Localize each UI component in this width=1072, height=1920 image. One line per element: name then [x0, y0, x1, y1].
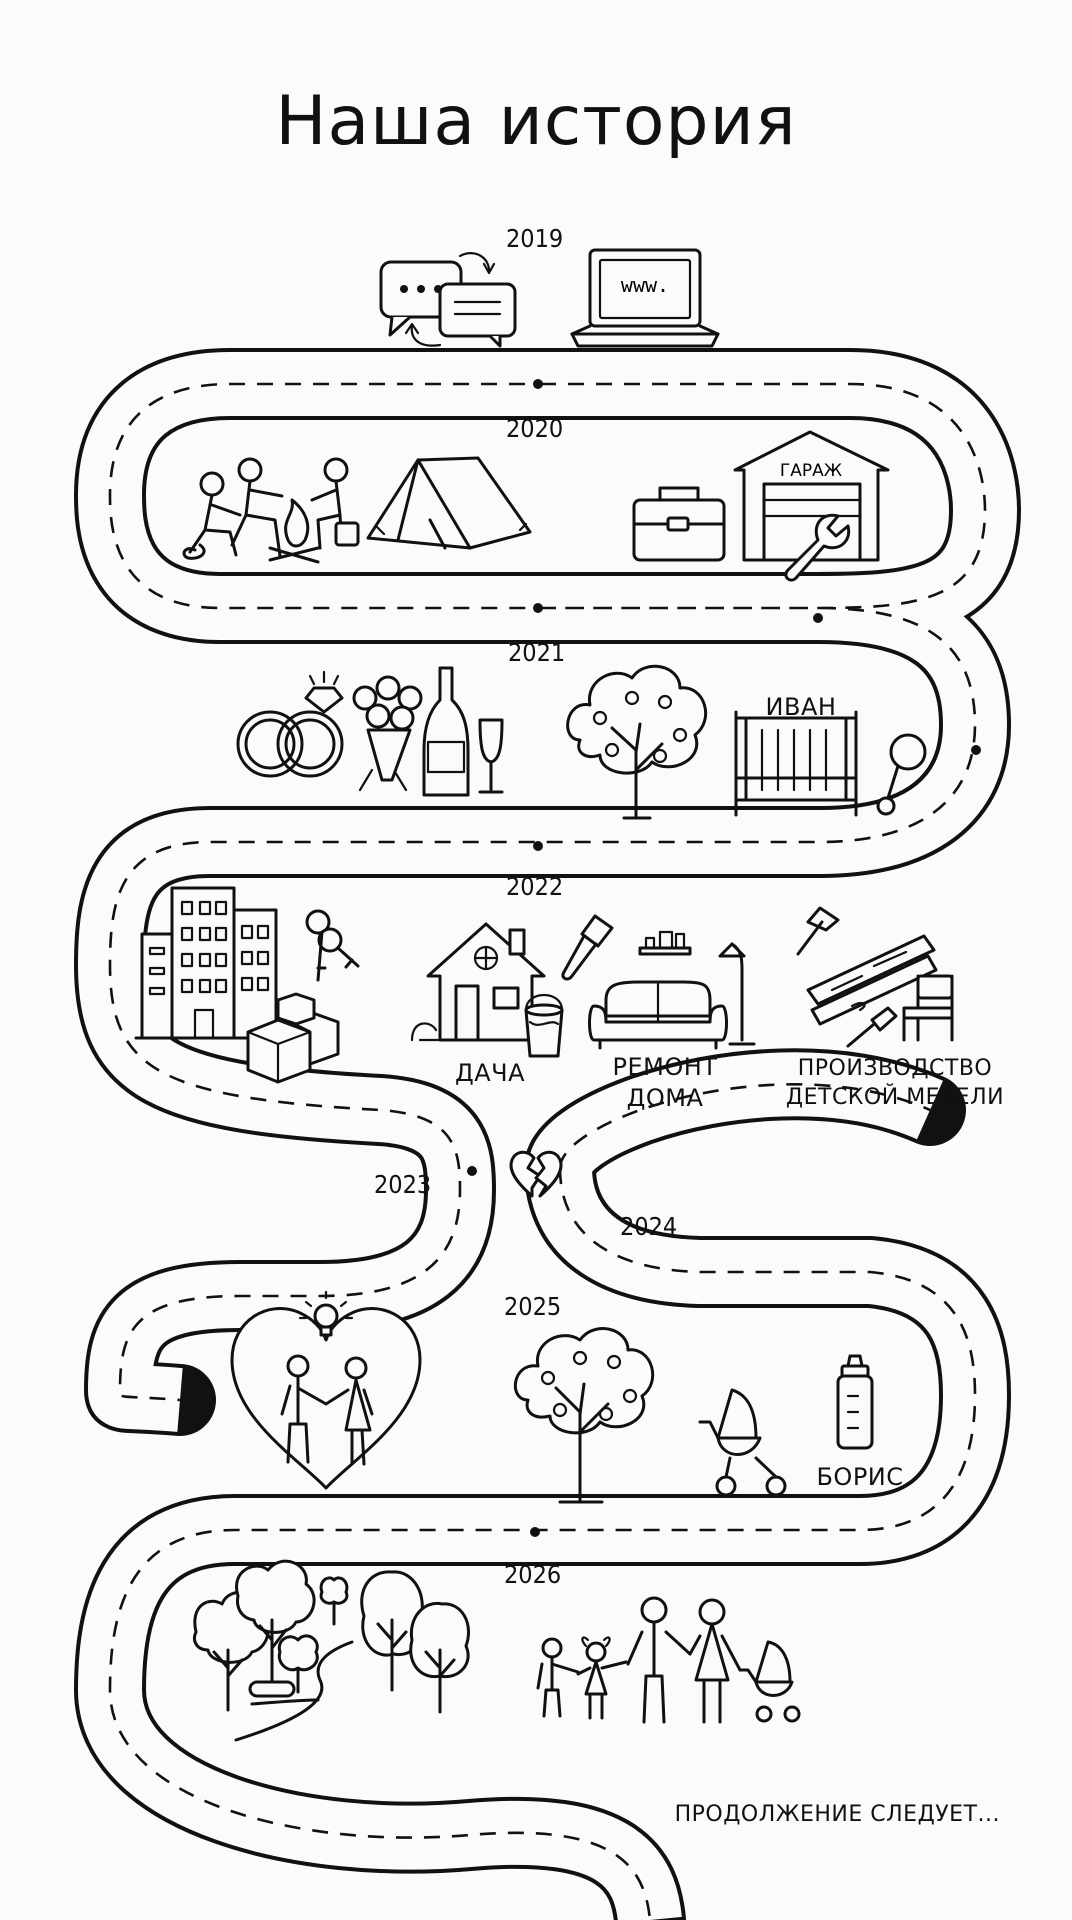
lamp-icon	[718, 942, 756, 1046]
year-2020: 2020	[506, 414, 564, 443]
year-2024: 2024	[620, 1212, 678, 1241]
www-text: www.	[621, 273, 669, 297]
apartment-building-icon	[134, 886, 282, 1040]
tent-icon	[366, 456, 532, 550]
hammer-icon	[796, 906, 840, 956]
chair-icon	[902, 974, 954, 1042]
screwdriver-icon	[846, 1006, 898, 1048]
baby-bottle-icon	[836, 1354, 874, 1450]
planks-icon	[806, 934, 938, 1026]
marker-2025	[530, 1527, 540, 1537]
crib-icon	[734, 710, 858, 817]
chat-bubbles-icon	[379, 252, 517, 348]
marker-2020-end	[813, 613, 823, 623]
year-2021: 2021	[508, 638, 566, 667]
year-2022: 2022	[506, 872, 564, 901]
bouquet-icon	[352, 675, 423, 792]
toolbox-icon	[632, 486, 726, 562]
rattle-icon	[876, 733, 927, 816]
stroller-icon	[698, 1388, 787, 1497]
broken-heart-icon	[509, 1150, 563, 1198]
renovation-line1: РЕМОНТ	[612, 1053, 718, 1081]
ivan-label: ИВАН	[765, 693, 837, 721]
forest-icon	[193, 1559, 470, 1742]
marker-2019	[533, 379, 543, 389]
blossom-tree-icon-2	[513, 1327, 655, 1504]
champagne-icon	[422, 666, 504, 797]
marker-2021	[533, 841, 543, 851]
marker-2023	[467, 1166, 477, 1176]
furniture-line1: ПРОИЗВОДСТВО	[797, 1056, 993, 1081]
year-2026: 2026	[504, 1560, 562, 1589]
marker-2021-right	[971, 745, 981, 755]
family-icon	[536, 1596, 801, 1724]
lightbulb-icon	[298, 1290, 354, 1337]
wedding-rings-icon	[236, 670, 344, 778]
laptop-icon: www.	[570, 248, 720, 348]
boxes-icon	[246, 992, 340, 1084]
blossom-tree-icon	[566, 664, 708, 820]
year-2025: 2025	[504, 1292, 562, 1321]
marker-2020	[533, 603, 543, 613]
year-2023: 2023	[374, 1170, 432, 1199]
garage-text: ГАРАЖ	[780, 461, 842, 481]
dacha-label: ДАЧА	[454, 1059, 526, 1087]
campfire-friends-icon	[182, 457, 360, 564]
to-be-continued: ПРОДОЛЖЕНИЕ СЛЕДУЕТ...	[674, 1802, 1000, 1827]
renovation-label: РЕМОНТ ДОМА	[600, 1052, 730, 1114]
renovation-line2: ДОМА	[626, 1084, 704, 1112]
paint-bucket-icon	[524, 994, 564, 1058]
garage-icon: ГАРАЖ	[733, 430, 890, 582]
sofa-icon	[588, 930, 728, 1050]
furniture-line2: ДЕТСКОЙ МЕБЕЛИ	[785, 1085, 1005, 1110]
house-icon	[410, 922, 546, 1042]
furniture-label: ПРОИЗВОДСТВО ДЕТСКОЙ МЕБЕЛИ	[780, 1054, 1010, 1112]
road-markers	[467, 379, 981, 1537]
page-title: Наша история	[275, 82, 797, 161]
paint-brush-icon	[561, 914, 614, 981]
year-2019: 2019	[506, 224, 564, 253]
couple-heart-icon	[230, 1307, 422, 1490]
keys-icon	[305, 909, 360, 982]
boris-label: БОРИС	[816, 1463, 904, 1491]
